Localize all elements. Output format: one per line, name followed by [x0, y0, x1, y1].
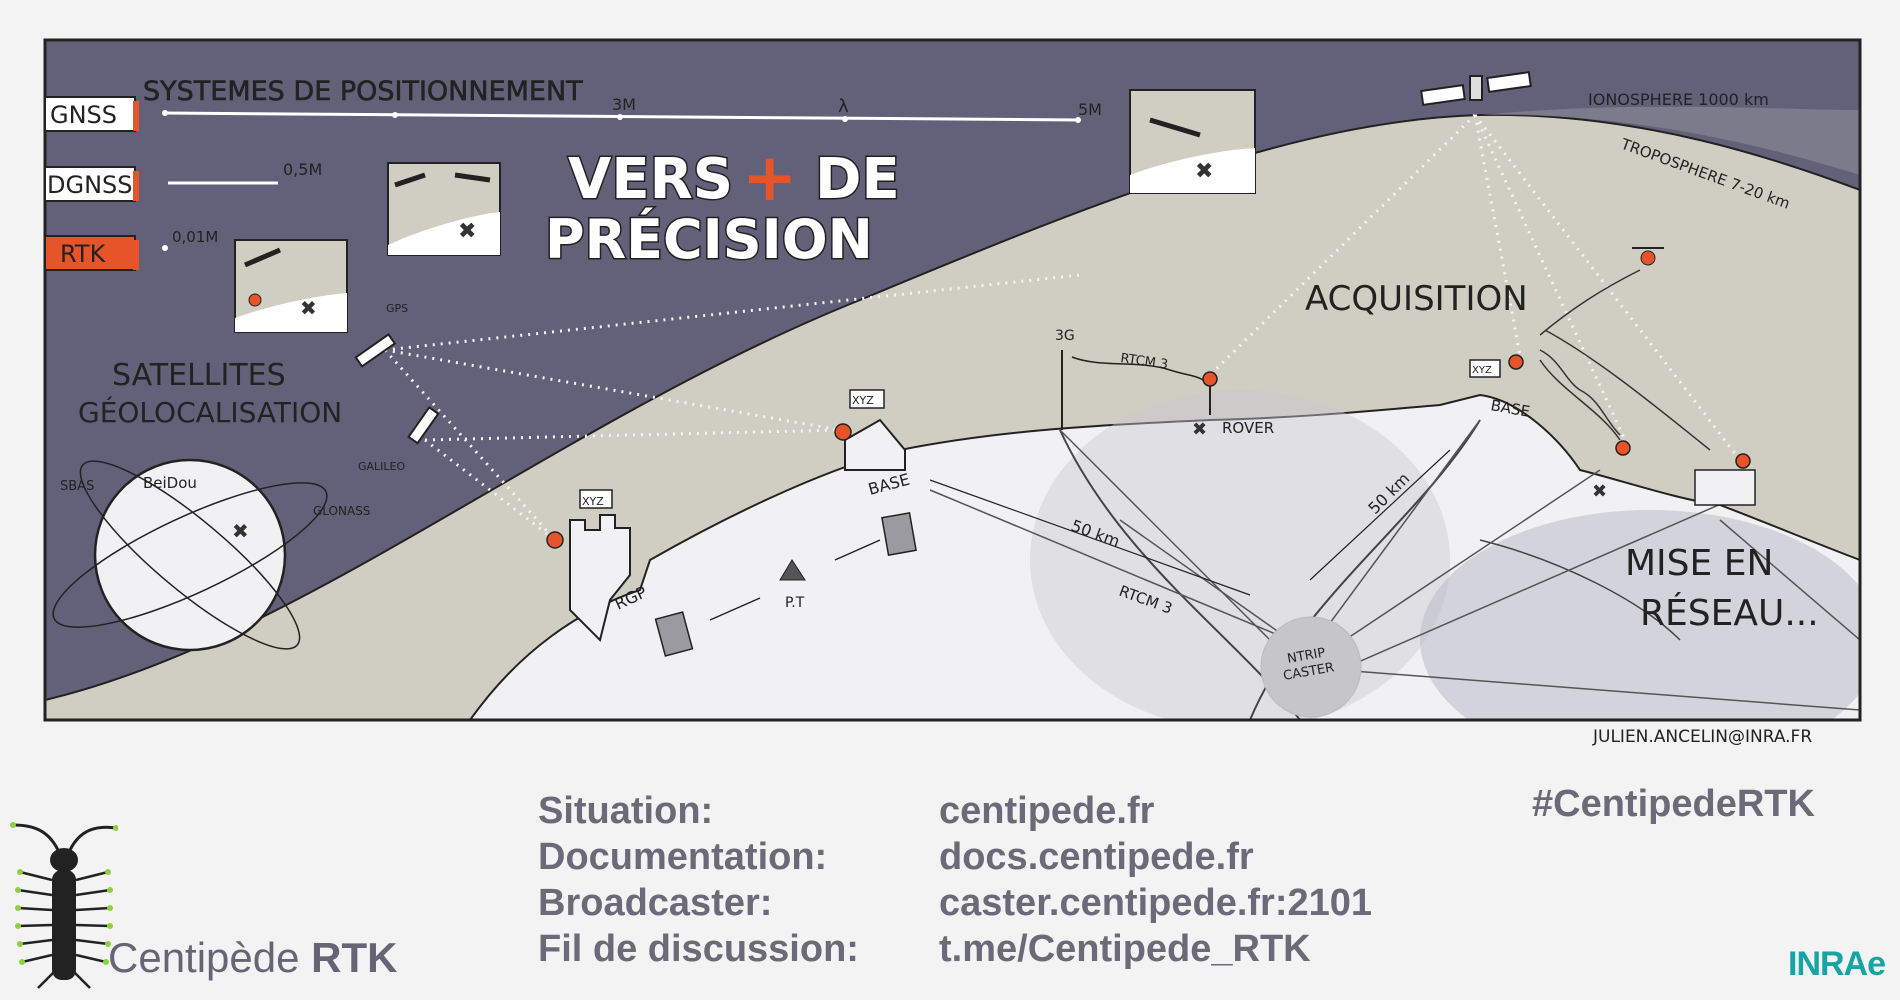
label-gps: GPS: [386, 302, 408, 315]
rtk-illustration: GNSS DGNSS RTK SYSTEMES DE POSITIONNEMEN…: [43, 38, 1862, 747]
satellite-top-icon: [1420, 71, 1532, 106]
label-xyz-base: XYZ: [852, 394, 874, 407]
positioning-header: SYSTEMES DE POSITIONNEMENT: [143, 76, 583, 107]
svg-text:✖: ✖: [1592, 481, 1607, 501]
info-row: Documentation: docs.centipede.fr: [538, 834, 1372, 880]
galileo-satellite-icon: [407, 405, 440, 445]
info-link[interactable]: docs.centipede.fr: [939, 836, 1254, 878]
network-title-2: RÉSEAU...: [1640, 592, 1819, 634]
title-de: DE: [815, 147, 900, 212]
info-label: Situation:: [538, 790, 714, 832]
credit-label: JULIEN.ANCELIN@INRA.FR: [1592, 727, 1812, 747]
pt-marker-icon: [779, 559, 806, 581]
label-glonass: GLONASS: [313, 504, 370, 518]
info-label: Broadcaster:: [538, 882, 773, 924]
label-3g: 3G: [1055, 328, 1075, 344]
centipede-icon: [10, 822, 119, 989]
centipede-logo: [8, 820, 398, 1000]
label-beidou: BeiDou: [143, 474, 197, 492]
svg-text:✖: ✖: [232, 521, 249, 543]
inset-gnss: ✖: [1129, 89, 1256, 194]
label-rover: ROVER: [1222, 419, 1274, 437]
label-rtcm-top: RTCM 3: [1119, 351, 1169, 373]
label-galileo: GALILEO: [358, 460, 406, 473]
badge-gnss-label: GNSS: [50, 101, 117, 129]
document-icon-right: [881, 511, 917, 557]
info-link[interactable]: centipede.fr: [939, 790, 1155, 832]
network-title-1: MISE EN: [1625, 543, 1773, 584]
ionosphere-label: IONOSPHERE 1000 km: [1588, 90, 1769, 109]
info-row: Situation: centipede.fr: [538, 788, 1372, 834]
label-ntrip-1: NTRIP: [1286, 645, 1327, 666]
coverage-zone-left: [1030, 390, 1450, 720]
globe-icon: ✖: [52, 458, 328, 652]
satellites-title-2: GÉOLOCALISATION: [78, 395, 342, 429]
ionosphere-band: [1480, 106, 1860, 175]
svg-text:✖: ✖: [1195, 158, 1213, 183]
document-icon-left: [654, 611, 694, 657]
svg-text:✖: ✖: [1192, 419, 1207, 439]
tractor-icon: [1694, 469, 1756, 506]
inrae-logo: INRAe: [1788, 945, 1886, 983]
badge-dgnss-label: DGNSS: [47, 171, 133, 199]
svg-text:✖: ✖: [458, 218, 476, 243]
rgp-station-icon: [546, 489, 631, 642]
info-row: Broadcaster: caster.centipede.fr:2101: [538, 880, 1372, 926]
base-right-icon: [1469, 354, 1524, 378]
info-table: Situation: centipede.fr Documentation: doc…: [538, 788, 1372, 972]
label-xyz-right: XYZ: [1472, 365, 1492, 376]
inset-dgnss: ✖: [387, 162, 501, 256]
badge-rtk-label: RTK: [60, 240, 107, 268]
satellites-title-1: SATELLITES: [112, 358, 286, 393]
acquisition-label: ACQUISITION: [1305, 279, 1528, 319]
coverage-zone-right: [1420, 510, 1860, 720]
info-label: Documentation:: [538, 836, 828, 878]
base-station-icon: [834, 389, 906, 471]
scale-3m: 3M: [612, 95, 636, 114]
svg-text:✖: ✖: [300, 298, 317, 320]
gps-satellite-icon: [354, 333, 397, 368]
badge-rtk: RTK: [44, 235, 139, 271]
badge-dgnss: DGNSS: [44, 166, 139, 202]
title-vers: VERS: [568, 147, 733, 212]
info-link[interactable]: t.me/Centipede_RTK: [939, 928, 1311, 970]
inset-rtk: ✖: [234, 239, 348, 333]
brand-name: Centipède RTK: [108, 934, 397, 982]
illustration-frame: [43, 38, 1862, 722]
drone-icon: [1632, 247, 1664, 266]
scale-lambda: λ: [838, 96, 849, 117]
brand-suffix: RTK: [311, 934, 398, 981]
scale-001m: 0,01M: [172, 228, 218, 246]
rover-icon: ✖: [1192, 371, 1218, 439]
label-xyz-rgp: XYZ: [582, 495, 604, 508]
scale-5m: 5M: [1078, 100, 1102, 119]
info-link[interactable]: caster.centipede.fr:2101: [939, 882, 1373, 924]
brand-prefix: Centipède: [108, 934, 300, 981]
ntrip-caster-icon: [1260, 616, 1362, 718]
badge-gnss: GNSS: [44, 96, 139, 132]
label-pt: P.T: [785, 595, 805, 611]
info-label: Fil de discussion:: [538, 928, 859, 970]
hashtag[interactable]: #CentipedeRTK: [1532, 783, 1815, 825]
info-row: Fil de discussion: t.me/Centipede_RTK: [538, 926, 1372, 972]
scale-05m: 0,5M: [283, 160, 322, 179]
title-plus: +: [742, 139, 797, 216]
label-sbas: SBAS: [60, 479, 94, 494]
title-precision: PRÉCISION: [545, 208, 873, 271]
